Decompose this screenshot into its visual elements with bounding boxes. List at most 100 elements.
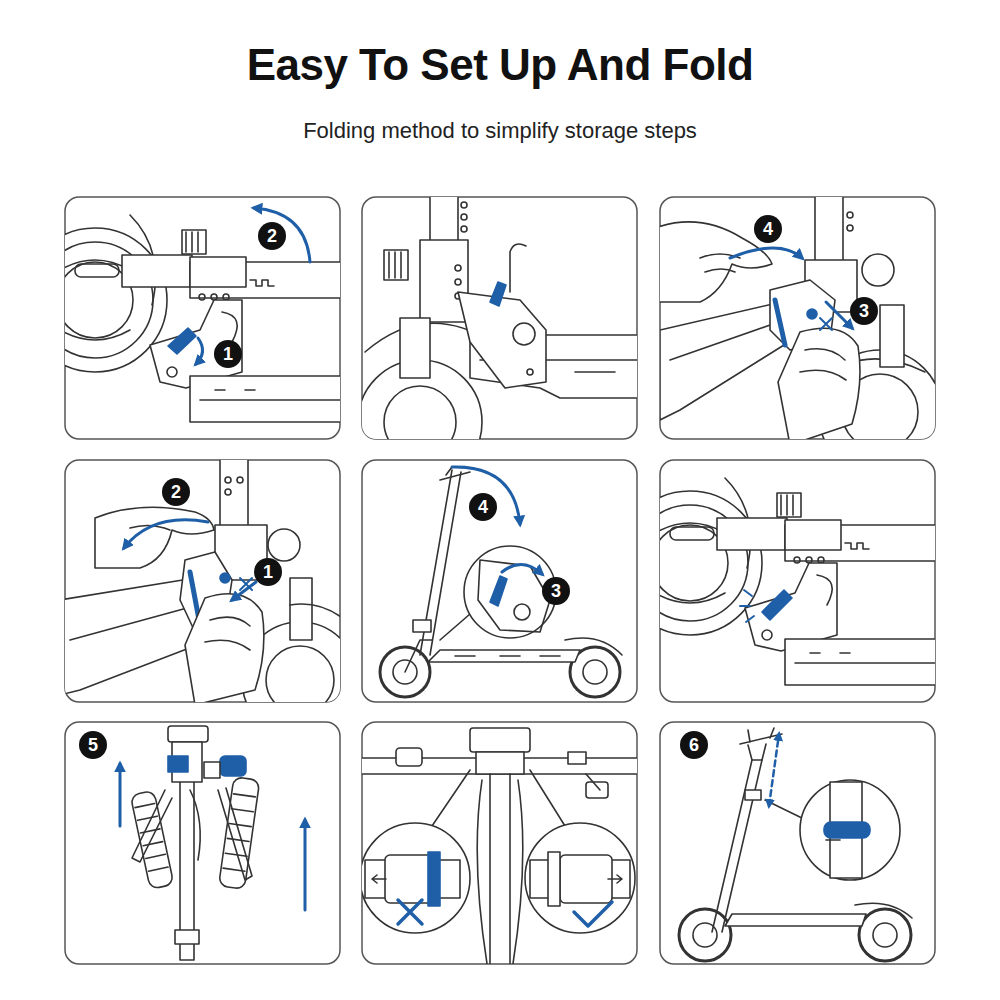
stem-height-view bbox=[725, 914, 866, 926]
fold-hands-view bbox=[290, 604, 340, 620]
handlebar-fold-view bbox=[219, 777, 260, 890]
stem-height-view bbox=[712, 760, 762, 932]
handlebar-lock-view bbox=[548, 852, 560, 906]
callout-number: 3 bbox=[542, 577, 570, 605]
callout-number: 1 bbox=[254, 558, 282, 586]
unlock-hands-view bbox=[778, 328, 860, 439]
callout-number: 4 bbox=[469, 493, 497, 521]
folded-stem-view bbox=[122, 255, 192, 287]
hinge-view bbox=[490, 282, 506, 306]
hinge-view bbox=[400, 318, 430, 378]
handlebar-lock-view bbox=[470, 728, 530, 752]
handlebar-lock-view bbox=[476, 752, 524, 774]
locked-view bbox=[660, 478, 935, 685]
illustration bbox=[23, 190, 945, 970]
callout-number: 2 bbox=[162, 478, 190, 506]
folded-stem-view bbox=[190, 376, 340, 422]
handlebar-fold-view bbox=[168, 756, 188, 772]
fold-hands-view bbox=[290, 578, 312, 640]
hinge-view bbox=[527, 369, 533, 375]
stem-height-view bbox=[748, 744, 766, 760]
handlebar-fold-view bbox=[130, 790, 173, 889]
folded-stem-view bbox=[168, 328, 196, 354]
hinge-view bbox=[461, 202, 467, 208]
handlebar-fold-view bbox=[132, 790, 172, 862]
hinge-view bbox=[384, 250, 408, 280]
scooter-fold-view bbox=[440, 614, 470, 640]
fold-hands-view bbox=[225, 477, 231, 483]
stem-height-view bbox=[859, 909, 911, 961]
folded-stem-view bbox=[65, 260, 130, 340]
handlebar-lock-view bbox=[560, 855, 612, 903]
unlock-hands-view bbox=[815, 197, 843, 265]
unlock-hands-view bbox=[820, 318, 832, 330]
hinge-view bbox=[389, 252, 401, 278]
handlebar-lock-view bbox=[362, 823, 470, 933]
hinge-view bbox=[362, 197, 637, 439]
fold-hands-view bbox=[205, 617, 250, 650]
handlebar-lock-view bbox=[398, 900, 422, 924]
fold-hands-view bbox=[220, 573, 230, 583]
handlebar-fold-view bbox=[220, 756, 246, 776]
folded-stem-view bbox=[196, 338, 203, 364]
handlebar-lock-view bbox=[586, 782, 608, 798]
hinge-view bbox=[384, 386, 456, 439]
fold-hands-view bbox=[185, 594, 264, 702]
scooter-fold-view bbox=[502, 564, 542, 574]
folded-stem-view bbox=[250, 280, 274, 286]
hinge-view bbox=[455, 279, 461, 285]
stem-height-view bbox=[873, 923, 897, 947]
stem-height-view bbox=[679, 728, 912, 961]
locked-view bbox=[762, 590, 792, 620]
stem-height-view bbox=[769, 734, 779, 806]
scooter-fold-view bbox=[514, 604, 530, 620]
folded-stem-view bbox=[254, 208, 310, 262]
hinge-view bbox=[455, 265, 461, 271]
unlock-hands-view bbox=[880, 305, 904, 367]
stem-height-view bbox=[800, 780, 900, 880]
hinge-view bbox=[430, 197, 458, 245]
unlock-hands-view bbox=[826, 302, 852, 328]
folded-stem-view bbox=[182, 230, 206, 254]
callout-number: 5 bbox=[79, 731, 107, 759]
unlock-hands-view bbox=[862, 254, 894, 286]
handlebar-fold-view bbox=[130, 790, 173, 889]
folded-stem-view bbox=[190, 257, 246, 287]
scooter-fold-view bbox=[452, 467, 520, 524]
fold-hands-view bbox=[240, 578, 252, 590]
stem-height-view bbox=[765, 800, 806, 820]
handlebar-fold-view bbox=[168, 726, 208, 742]
scooter-fold-view bbox=[455, 655, 560, 657]
handlebar-fold-view bbox=[304, 820, 307, 910]
handlebar-lock-view bbox=[490, 774, 510, 964]
panel-frame bbox=[65, 722, 340, 964]
scooter-fold-view bbox=[405, 640, 432, 672]
fold-hands-view bbox=[220, 460, 248, 527]
panel-frame bbox=[362, 460, 637, 702]
panel-frame bbox=[660, 722, 935, 964]
handlebar-lock-view bbox=[574, 902, 612, 926]
fold-hands-view bbox=[266, 646, 334, 702]
callout-number: 4 bbox=[754, 215, 782, 243]
unlock-hands-view bbox=[800, 349, 846, 380]
hinge-view bbox=[510, 244, 526, 292]
handlebar-lock-view bbox=[432, 770, 565, 826]
scooter-fold-view bbox=[490, 576, 507, 606]
unlock-hands-view bbox=[775, 300, 785, 345]
fold-hands-view bbox=[65, 460, 340, 702]
handlebar-lock-view bbox=[396, 748, 422, 766]
handlebar-fold-view bbox=[120, 726, 305, 960]
fold-hands-view bbox=[237, 477, 243, 483]
folded-stem-view bbox=[200, 390, 340, 400]
folded-stem-view bbox=[167, 367, 177, 377]
page-title: Easy To Set Up And Fold bbox=[0, 40, 1000, 90]
folded-stem-view bbox=[199, 294, 205, 300]
scooter-fold-view bbox=[583, 660, 607, 684]
unlock-hands-view bbox=[807, 309, 817, 319]
callout-number: 3 bbox=[850, 297, 878, 325]
hinge-view bbox=[513, 323, 535, 345]
scooter-fold-view bbox=[413, 620, 431, 632]
hinge-view bbox=[458, 292, 546, 388]
